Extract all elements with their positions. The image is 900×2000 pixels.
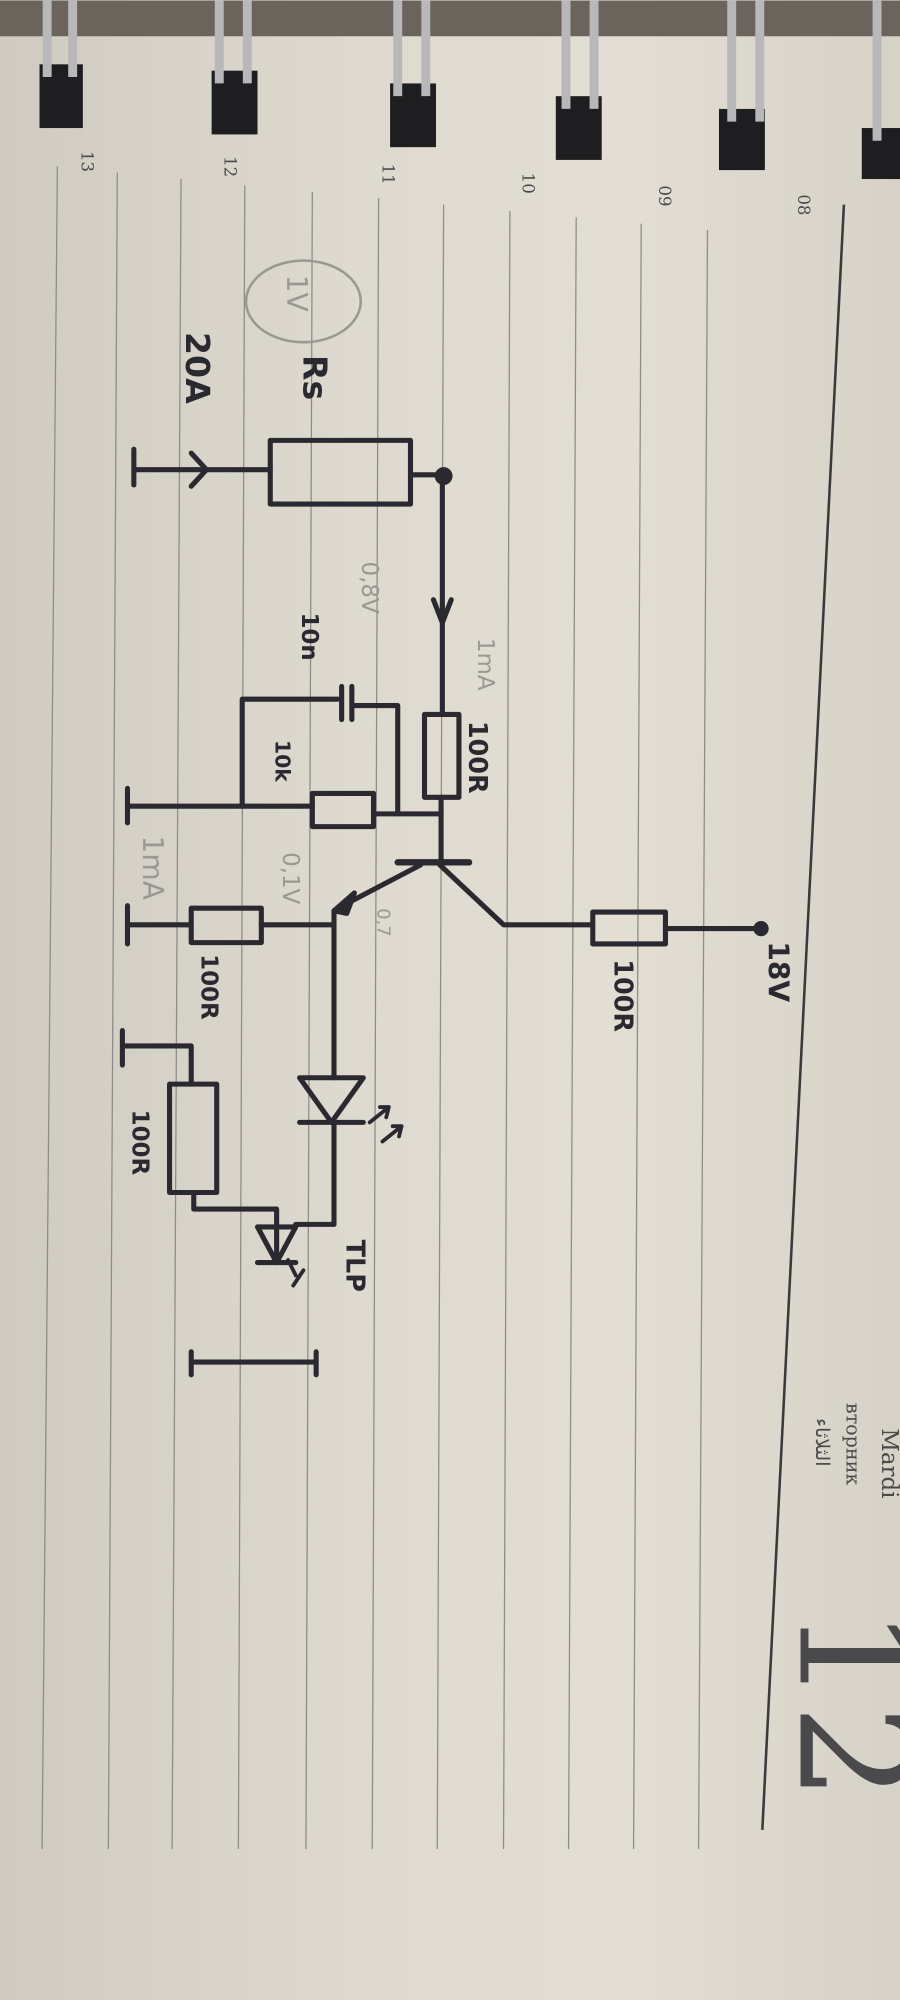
label-100r-led: 100R bbox=[127, 1110, 153, 1176]
spiral-rings bbox=[39, 0, 900, 180]
sense-resistor bbox=[267, 437, 414, 507]
label-10k: 10k bbox=[270, 740, 294, 782]
note-current-top: 1mA bbox=[472, 638, 498, 691]
note-voltage-drop: 0,8V bbox=[356, 561, 382, 613]
label-supply: 18V bbox=[762, 941, 795, 1002]
current-arrow-icon bbox=[188, 450, 210, 489]
emitter-arrow-icon bbox=[331, 890, 357, 916]
note-current-bottom: 1mA bbox=[136, 836, 169, 900]
day-russian: вторник bbox=[841, 1403, 864, 1486]
light-arrows-icon bbox=[367, 1105, 404, 1144]
resistor-10k bbox=[309, 790, 377, 830]
label-current-in: 20A bbox=[178, 332, 217, 404]
header-rule bbox=[761, 204, 846, 1830]
pencil-circle bbox=[244, 259, 363, 344]
transistor-collector bbox=[437, 862, 596, 928]
current-arrow-icon bbox=[430, 597, 454, 626]
binding-strip bbox=[0, 0, 900, 37]
day-french: Mardi bbox=[876, 1428, 900, 1498]
hour-label: 12 bbox=[220, 156, 239, 177]
resistor-100r-collector bbox=[590, 909, 668, 947]
label-100r-top: 100R bbox=[462, 721, 492, 794]
label-100r-collector: 100R bbox=[607, 959, 637, 1032]
label-tlp: TLP bbox=[340, 1240, 370, 1292]
resistor-100r-emitter bbox=[188, 905, 264, 946]
hour-label: 08 bbox=[794, 194, 813, 215]
led-diode bbox=[297, 1075, 366, 1125]
hour-label: 10 bbox=[519, 173, 538, 194]
note-vbe: 0,7 bbox=[372, 908, 393, 936]
label-100r-emitter: 100R bbox=[195, 954, 221, 1020]
date-number: 12 bbox=[764, 1607, 900, 1802]
label-capacitor: 10n bbox=[296, 612, 322, 660]
note-sense-voltage: 1V bbox=[280, 275, 313, 312]
day-arabic: الثلاثاء bbox=[811, 1418, 834, 1466]
hour-label: 11 bbox=[378, 164, 397, 185]
ruled-lines bbox=[41, 166, 846, 1850]
note-base-voltage: 0,1V bbox=[277, 852, 303, 904]
opto-package-bracket bbox=[188, 1349, 319, 1378]
label-rs: Rs bbox=[295, 355, 334, 400]
supply-dot bbox=[753, 920, 769, 937]
circuit-wiring bbox=[119, 437, 769, 1378]
hour-label: 13 bbox=[78, 151, 97, 172]
opto-arrows-icon bbox=[286, 1258, 306, 1288]
hour-label: 09 bbox=[655, 185, 674, 206]
capacitor-10n bbox=[239, 683, 401, 817]
